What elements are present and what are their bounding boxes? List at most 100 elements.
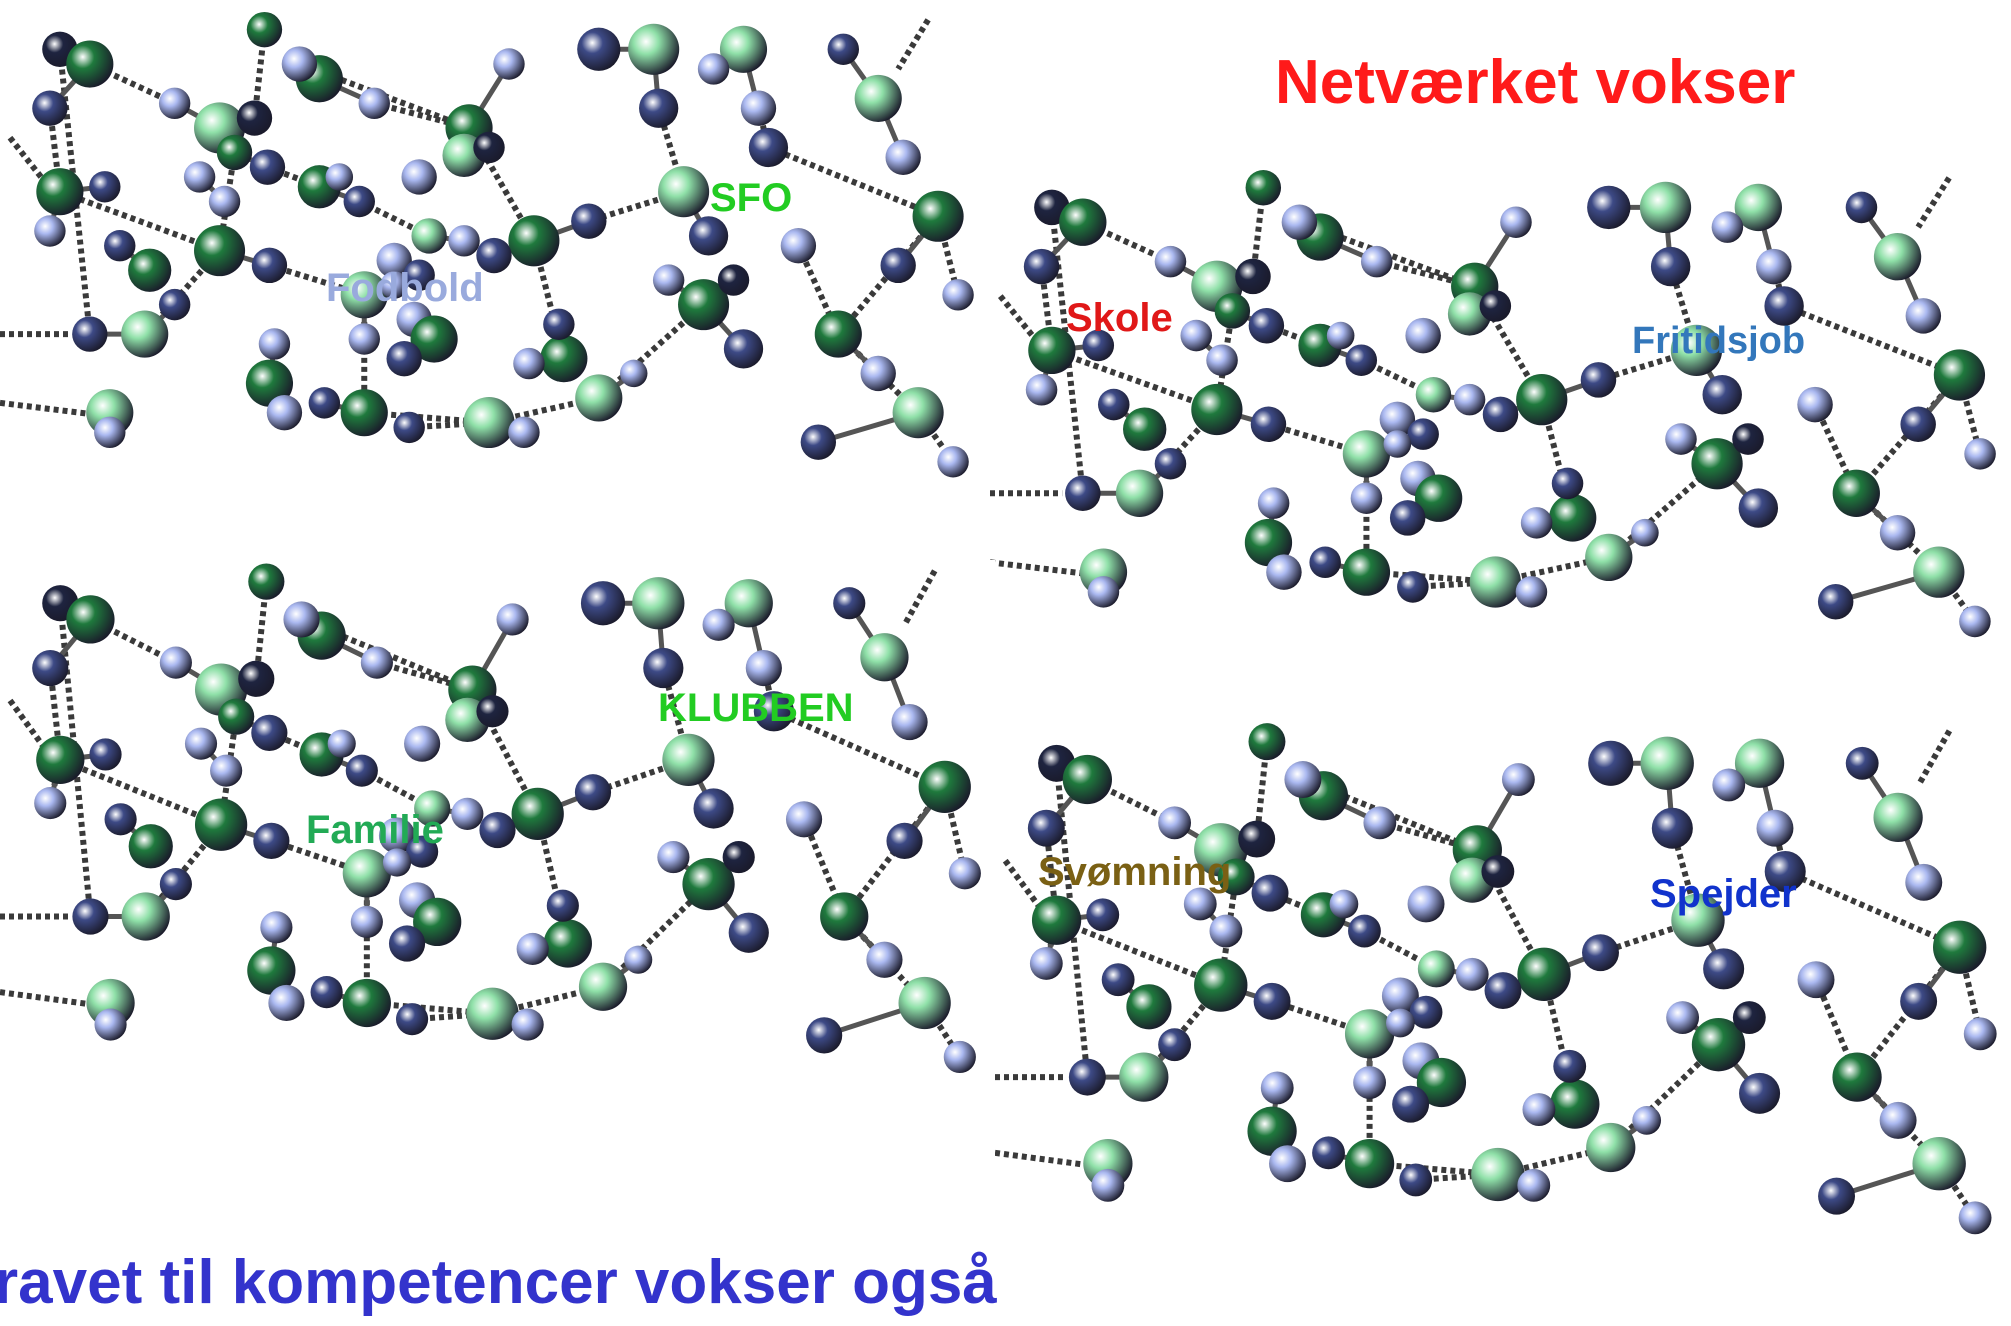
atom <box>1409 995 1443 1029</box>
atom <box>1416 1057 1467 1108</box>
atom <box>184 727 218 760</box>
atom <box>780 228 817 264</box>
atom <box>473 131 505 164</box>
atom <box>1029 947 1063 980</box>
atom <box>1732 1001 1766 1035</box>
atom <box>1244 518 1293 567</box>
atom <box>1183 887 1217 921</box>
atom <box>688 216 729 256</box>
atom <box>1650 246 1691 287</box>
atom <box>1180 319 1213 352</box>
atom <box>1549 494 1597 542</box>
atom <box>260 911 293 944</box>
atom <box>580 581 626 626</box>
atom <box>1068 1058 1106 1096</box>
atom <box>658 166 710 218</box>
atom <box>1453 383 1486 416</box>
atom <box>745 649 782 687</box>
atom <box>1342 430 1391 478</box>
atom <box>1516 374 1568 426</box>
atom <box>1691 438 1743 490</box>
atom <box>218 698 255 735</box>
molecule-network <box>0 11 974 478</box>
atom <box>281 46 318 82</box>
atom <box>543 919 592 968</box>
atom <box>1194 958 1248 1012</box>
atom <box>194 798 248 851</box>
atom <box>892 387 944 439</box>
atom <box>1257 487 1290 519</box>
atom <box>632 577 685 630</box>
atom <box>1245 169 1282 206</box>
atom <box>1551 467 1584 500</box>
atom <box>543 308 575 340</box>
atom <box>1281 204 1318 240</box>
atom <box>413 897 462 947</box>
atom <box>643 647 684 689</box>
atom <box>1115 469 1164 517</box>
hydrogen-bond <box>1002 858 1044 912</box>
atom <box>245 359 294 407</box>
hydrogen-bond <box>772 708 946 790</box>
atom <box>1119 1052 1169 1102</box>
atom <box>1958 1201 1992 1235</box>
atom <box>388 925 426 962</box>
hydrogen-bond <box>1916 729 1953 787</box>
hydrogen-bond <box>1784 868 1961 951</box>
atom <box>806 1017 843 1054</box>
atom <box>1711 211 1744 243</box>
atom <box>1023 248 1060 285</box>
atom <box>89 171 121 203</box>
atom <box>208 185 241 218</box>
atom <box>251 714 288 751</box>
atom <box>34 215 66 247</box>
atom <box>1587 185 1631 230</box>
atom <box>1481 855 1515 888</box>
atom <box>833 587 866 620</box>
hydrogen-bond <box>1081 219 1172 265</box>
atom <box>1329 889 1359 919</box>
atom <box>1248 307 1285 344</box>
atom <box>1500 206 1532 238</box>
atom <box>1900 406 1936 443</box>
atom <box>1348 914 1381 948</box>
atom <box>943 1040 976 1074</box>
atom <box>283 601 320 638</box>
atom <box>1326 321 1355 350</box>
atom <box>94 416 126 449</box>
atom <box>448 225 480 257</box>
atom <box>1879 1101 1917 1139</box>
atom <box>1734 738 1785 788</box>
atom <box>1260 1071 1294 1105</box>
atom <box>1522 1093 1556 1126</box>
atom <box>451 797 484 830</box>
atom <box>1345 344 1378 376</box>
hydrogen-bond <box>1048 207 1086 494</box>
atom <box>624 945 653 974</box>
molecule-panel-top-right <box>990 168 2011 720</box>
atom <box>1585 533 1633 582</box>
atom <box>406 835 439 868</box>
atom <box>508 416 540 449</box>
atom <box>1734 183 1782 232</box>
atom <box>1739 1072 1781 1114</box>
atom <box>748 127 789 168</box>
hydrogen-bond <box>997 294 1039 343</box>
atom <box>1158 806 1192 840</box>
atom <box>1517 1168 1551 1202</box>
atom <box>1832 1052 1882 1102</box>
atom <box>72 316 108 352</box>
atom <box>1415 376 1452 413</box>
label-klubben: KLUBBEN <box>658 686 854 730</box>
atom <box>1712 768 1746 802</box>
atom <box>1383 430 1412 458</box>
atom <box>340 271 388 319</box>
atom <box>516 932 549 966</box>
atom <box>403 259 435 291</box>
atom <box>1065 475 1101 512</box>
atom <box>89 738 122 771</box>
atom <box>1154 447 1187 480</box>
atom <box>340 389 388 437</box>
atom <box>571 203 607 239</box>
